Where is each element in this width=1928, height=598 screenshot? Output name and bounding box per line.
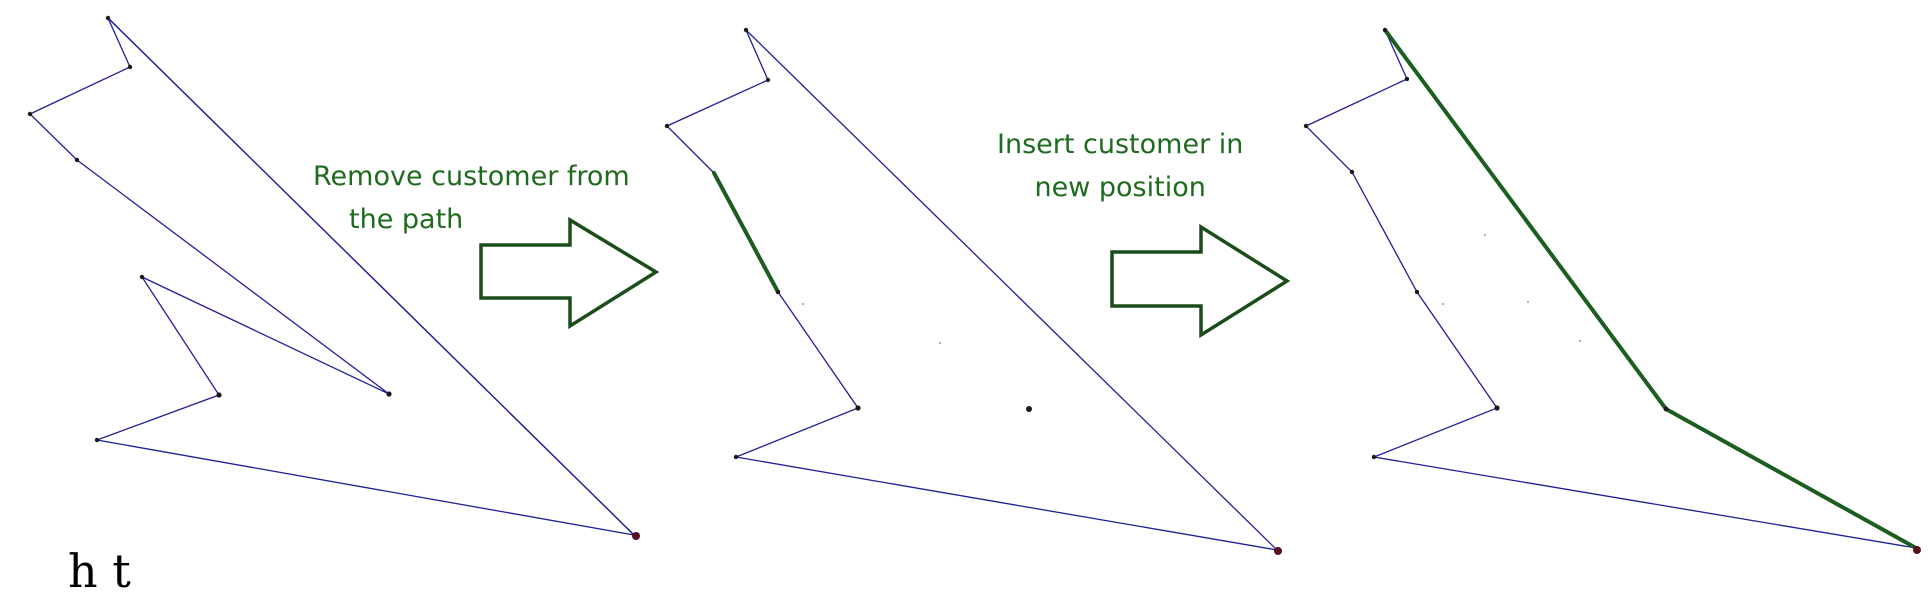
customer-node: [1382, 27, 1388, 33]
caption-insert-line2: new position: [1034, 172, 1206, 203]
step-arrow-insert: [1110, 223, 1291, 339]
depot-node: [632, 532, 640, 540]
step-arrow-remove: [479, 216, 660, 330]
customer-node: [74, 157, 80, 163]
route-path: [28, 17, 636, 537]
speck: [1442, 303, 1444, 305]
route-return-edge: [107, 17, 635, 536]
customer-node: [94, 437, 100, 443]
customer-node: [1371, 454, 1377, 460]
customer-node: [386, 391, 392, 397]
depot-node: [1274, 547, 1282, 555]
clipped-text: h t: [68, 544, 131, 598]
speck: [802, 303, 804, 305]
caption-insert-customer: Insert customer in new position: [997, 123, 1243, 209]
customer-node: [733, 454, 739, 460]
caption-remove-line2: the path: [349, 204, 464, 235]
customer-node: [127, 64, 133, 70]
customer-node: [1494, 405, 1500, 411]
customer-node: [27, 111, 33, 117]
route-path: [665, 29, 769, 173]
speck: [1527, 301, 1529, 303]
reconnected-edge: [712, 171, 780, 294]
customer-node: [664, 123, 670, 129]
panel-original-route: [27, 15, 640, 540]
inserted-customer-node: [1663, 406, 1669, 412]
customer-node: [765, 77, 771, 83]
customer-node: [1414, 289, 1420, 295]
customer-node: [1349, 169, 1355, 175]
customer-node: [855, 405, 861, 411]
depot-node: [1913, 546, 1921, 554]
customer-node: [1303, 123, 1309, 129]
customer-node: [1404, 76, 1410, 82]
caption-remove-line1: Remove customer from: [313, 161, 630, 192]
customer-node: [139, 274, 145, 280]
speck: [939, 342, 941, 344]
speck: [1484, 234, 1486, 236]
removed-customer-node: [1026, 406, 1032, 412]
caption-remove-customer: Remove customer from the path: [313, 155, 630, 241]
customer-node: [743, 27, 749, 33]
customer-node: [105, 15, 111, 21]
panel-route-after-removal: [664, 27, 1282, 555]
customer-node: [775, 289, 781, 295]
new-route-edges: [1383, 28, 1918, 550]
speck: [1579, 340, 1581, 342]
panel-route-after-insertion: [1303, 27, 1921, 554]
route-path: [1304, 29, 1917, 549]
customer-node: [216, 392, 222, 398]
caption-insert-line1: Insert customer in: [997, 129, 1244, 160]
route-diagram-canvas: [27, 15, 1921, 555]
